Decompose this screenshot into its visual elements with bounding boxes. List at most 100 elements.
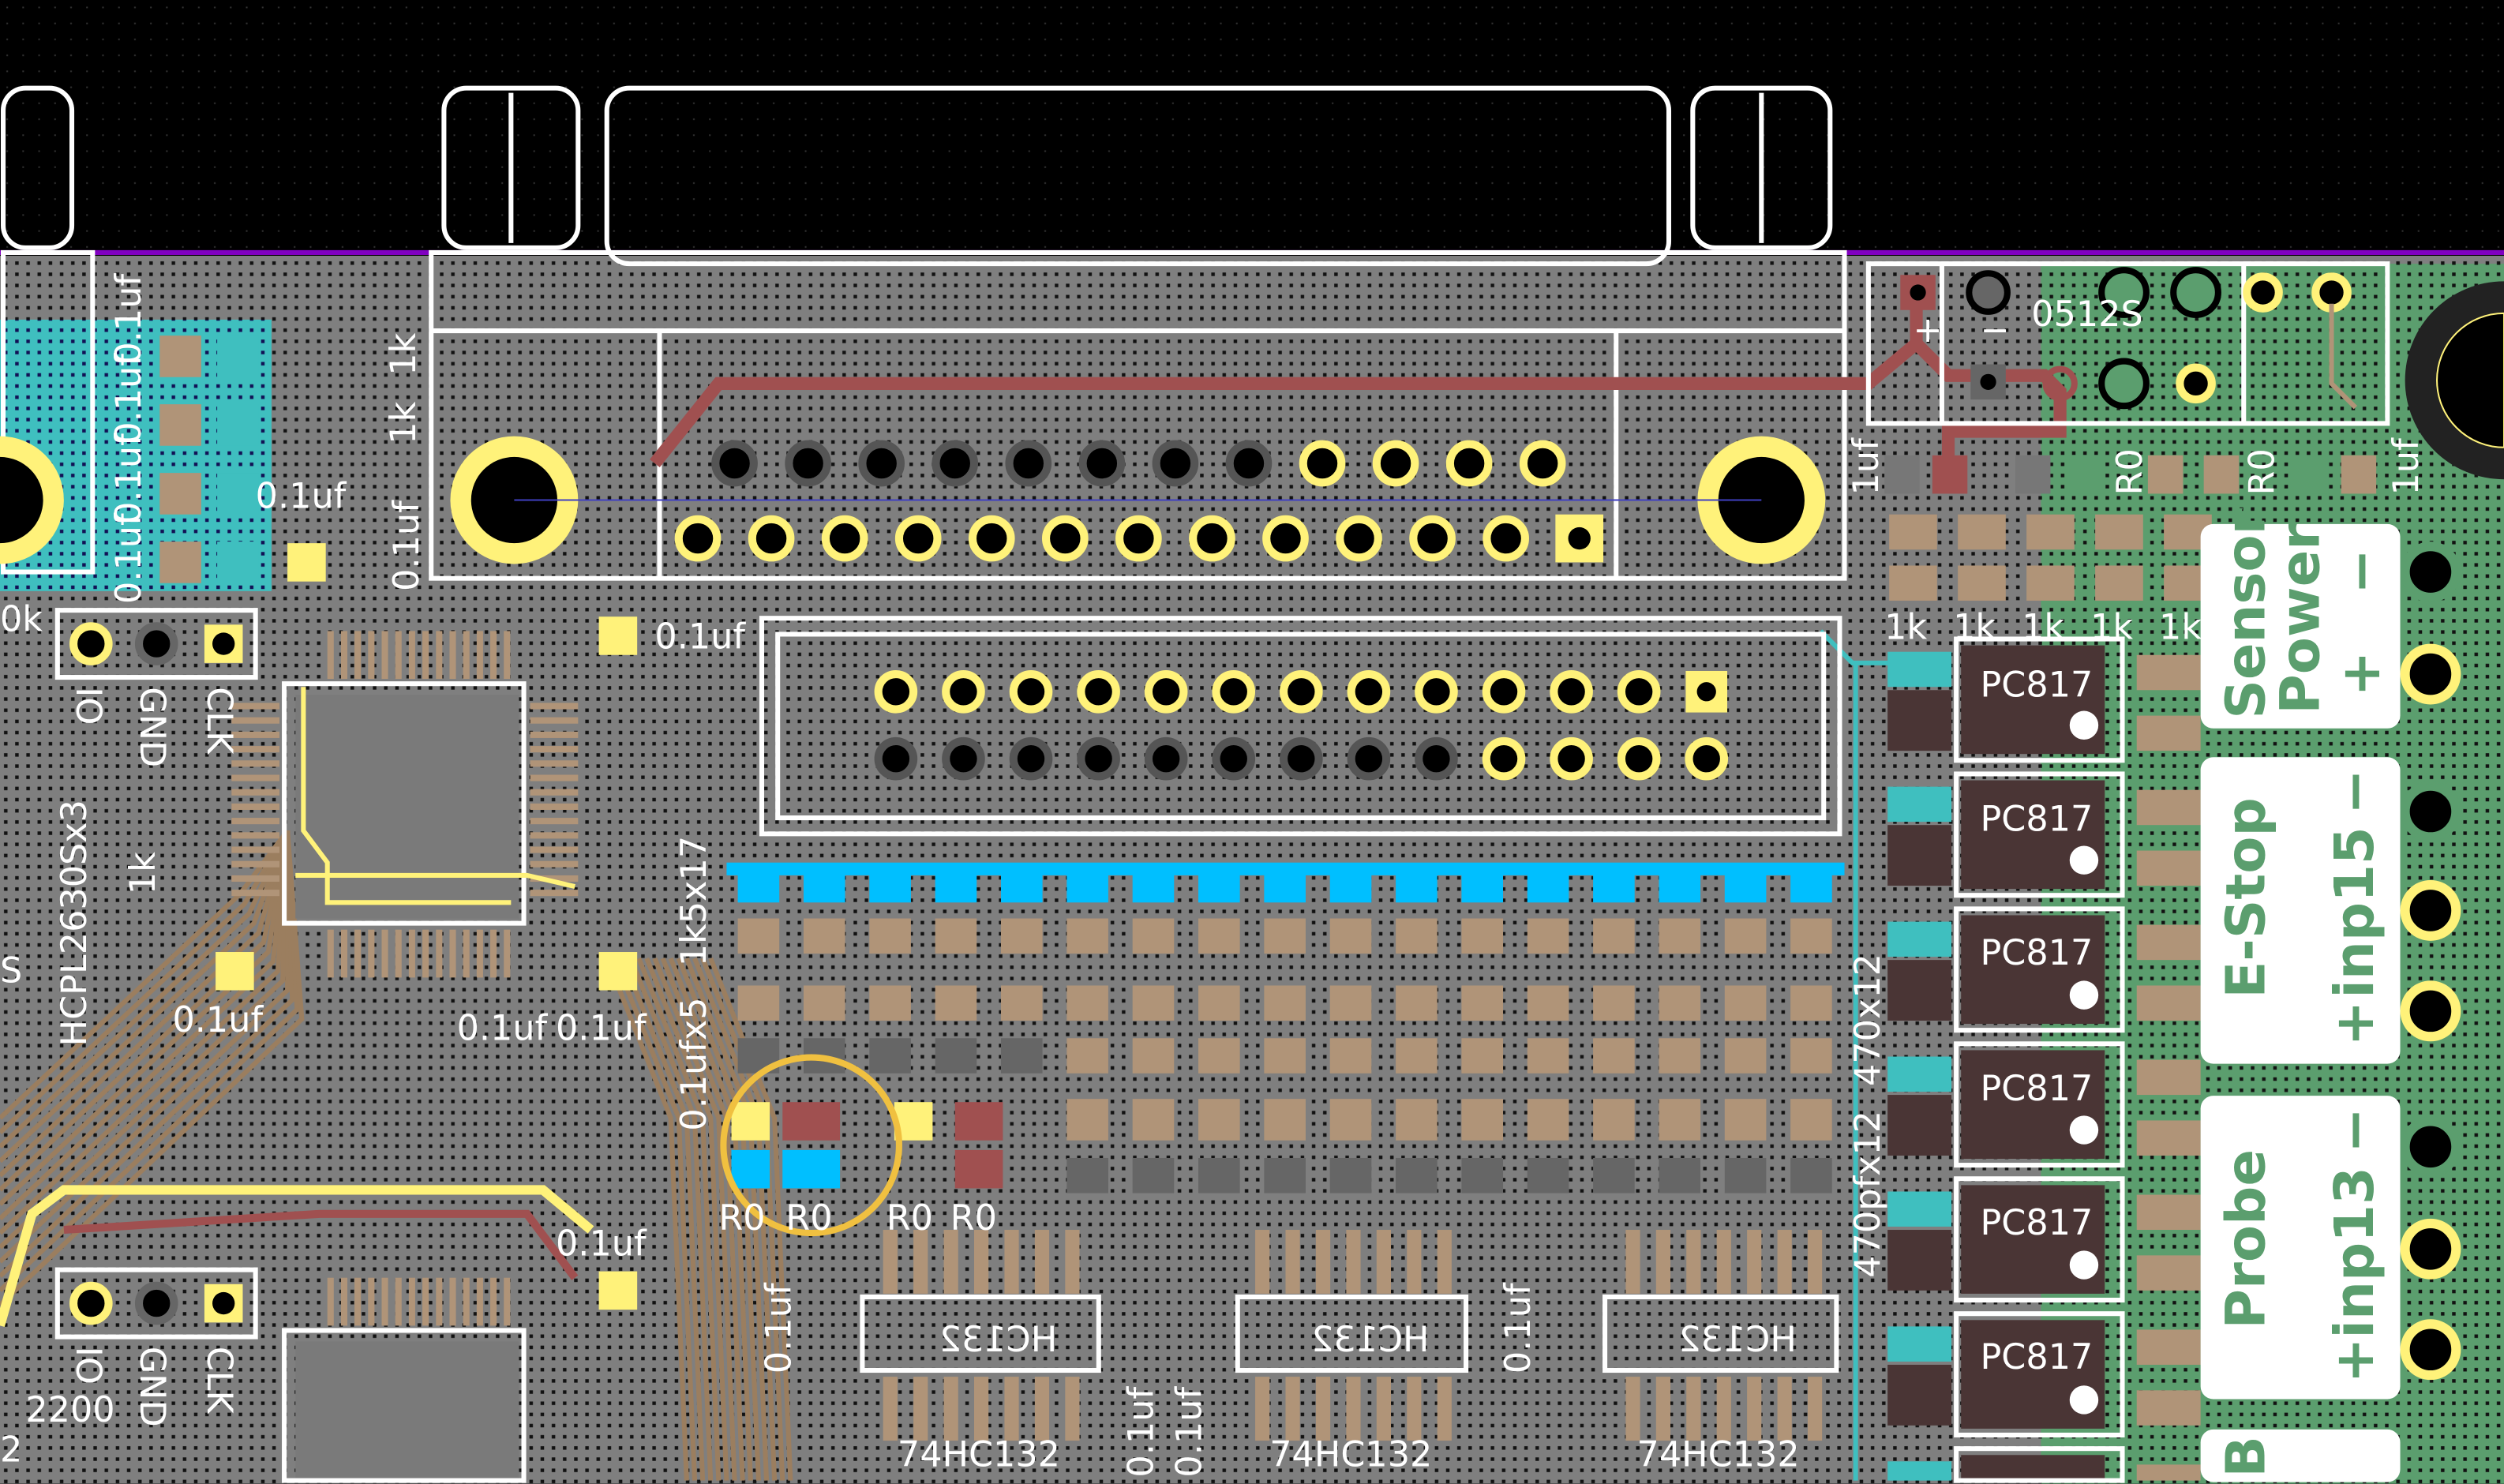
dcdc-minus: −	[1980, 310, 2009, 350]
smd-pad	[1396, 1038, 1438, 1074]
cap-label: 0.1uf	[109, 273, 149, 365]
ic-lead	[476, 631, 483, 680]
header-pin-label: CLK	[199, 687, 239, 755]
cap-label: 0.1uf	[172, 1000, 264, 1040]
smd-pad	[1724, 1099, 1767, 1141]
smd-pad	[1887, 1095, 1952, 1156]
connector-pin	[711, 440, 758, 487]
connector-pin	[1483, 515, 1529, 562]
smd-pad	[1889, 514, 1937, 550]
ic-lead	[1437, 1377, 1452, 1441]
connector-pin	[1005, 440, 1052, 487]
pin1-marker	[2069, 1385, 2099, 1415]
cap-1uf-right: 1uf	[2386, 437, 2427, 496]
ic-lead	[943, 1230, 958, 1294]
cap-label: 0.1uf	[759, 1282, 799, 1373]
smd-pad	[2292, 455, 2329, 494]
ic-lead	[1034, 1230, 1050, 1294]
header-pin	[1009, 736, 1053, 781]
header-pin	[1212, 736, 1256, 781]
smd-pad	[1264, 918, 1306, 954]
optocoupler-body	[1961, 1455, 2105, 1481]
smd-pad	[803, 867, 845, 903]
ic-lead	[530, 890, 579, 897]
ic-lead	[1437, 1230, 1452, 1294]
ic-lead	[943, 1377, 958, 1441]
ic-lead	[530, 774, 579, 781]
smd-pad	[159, 473, 201, 515]
terminal-label-plus: +	[2323, 1338, 2386, 1384]
smd-pad	[1066, 918, 1108, 954]
smd-pad	[2341, 455, 2377, 494]
header-pin	[874, 736, 918, 781]
pin1-marker	[2069, 980, 2099, 1010]
trace	[0, 1185, 594, 1328]
cap-label: 0.1uf	[256, 477, 347, 517]
smd-pad	[935, 1038, 977, 1074]
resistor-1k-label: 1k	[1884, 608, 1927, 648]
smd-pad	[598, 952, 638, 991]
ic-lead	[1346, 1230, 1361, 1294]
header-pin-label: IO	[68, 1347, 108, 1385]
smd-pad	[1329, 918, 1372, 954]
hc132-ref: HC132	[1678, 1320, 1796, 1360]
trace	[604, 957, 689, 1481]
smd-pad	[1887, 1326, 1952, 1362]
smd-pad	[1527, 1038, 1569, 1074]
smd-pad	[803, 985, 845, 1021]
smd-pad	[2136, 850, 2201, 886]
hc132-outline	[1602, 1294, 1839, 1373]
terminal-panel-b	[2200, 1429, 2401, 1482]
ic-lead	[368, 929, 375, 978]
ic-lead	[1285, 1230, 1300, 1294]
optocoupler-label: PC817	[1980, 1337, 2093, 1377]
connector-pin	[1189, 515, 1235, 562]
optocoupler-outline	[1954, 906, 2125, 1033]
header-pin	[1617, 736, 1661, 781]
smd-pad	[159, 404, 201, 446]
connector-pin	[1372, 440, 1419, 487]
ic-lead	[449, 929, 456, 978]
optocoupler-label: PC817	[1980, 665, 2093, 705]
header-pin	[1550, 669, 1593, 714]
header-pin	[1212, 669, 1256, 714]
terminal-label-minus: −	[2323, 769, 2386, 815]
ic-lead	[504, 929, 511, 978]
ic-lead	[490, 631, 497, 680]
r0-top-b: R0	[2243, 448, 2283, 495]
smd-pad	[2136, 985, 2201, 1021]
trace	[0, 830, 290, 1149]
header-pin	[1415, 669, 1458, 714]
smd-pad	[2136, 789, 2201, 826]
cap-label: 0.1uf	[387, 500, 427, 591]
smd-pad	[935, 985, 977, 1021]
header-pin	[1415, 736, 1458, 781]
smd-pad	[935, 918, 977, 954]
ic-lead	[231, 703, 280, 710]
pin1-marker	[2069, 1115, 2099, 1145]
connector-pin	[932, 440, 979, 487]
terminal-hole	[2400, 980, 2461, 1042]
ic-lead	[1285, 1377, 1300, 1441]
smd-pad	[1461, 1157, 1504, 1194]
terminal-panel-probe	[2200, 1096, 2401, 1400]
ic-lead	[530, 803, 579, 810]
smd-pad	[1790, 1099, 1832, 1141]
ic-lead	[883, 1230, 898, 1294]
smd-pad	[1887, 1364, 1952, 1426]
smd-pad	[954, 1149, 1003, 1189]
smd-pad	[1659, 918, 1701, 954]
ic-lead	[1686, 1230, 1701, 1294]
header-pin	[1550, 736, 1593, 781]
smd-pad	[1396, 1157, 1438, 1194]
ic-lead	[530, 789, 579, 796]
cap-label: 0.1uf	[109, 433, 149, 524]
connector-pin	[1568, 527, 1591, 550]
smd-pad	[782, 1102, 841, 1141]
smd-pad	[1066, 867, 1108, 903]
trace	[644, 957, 729, 1481]
header-pin	[1077, 669, 1120, 714]
smd-pad	[1396, 1099, 1438, 1141]
smd-pad	[803, 918, 845, 954]
